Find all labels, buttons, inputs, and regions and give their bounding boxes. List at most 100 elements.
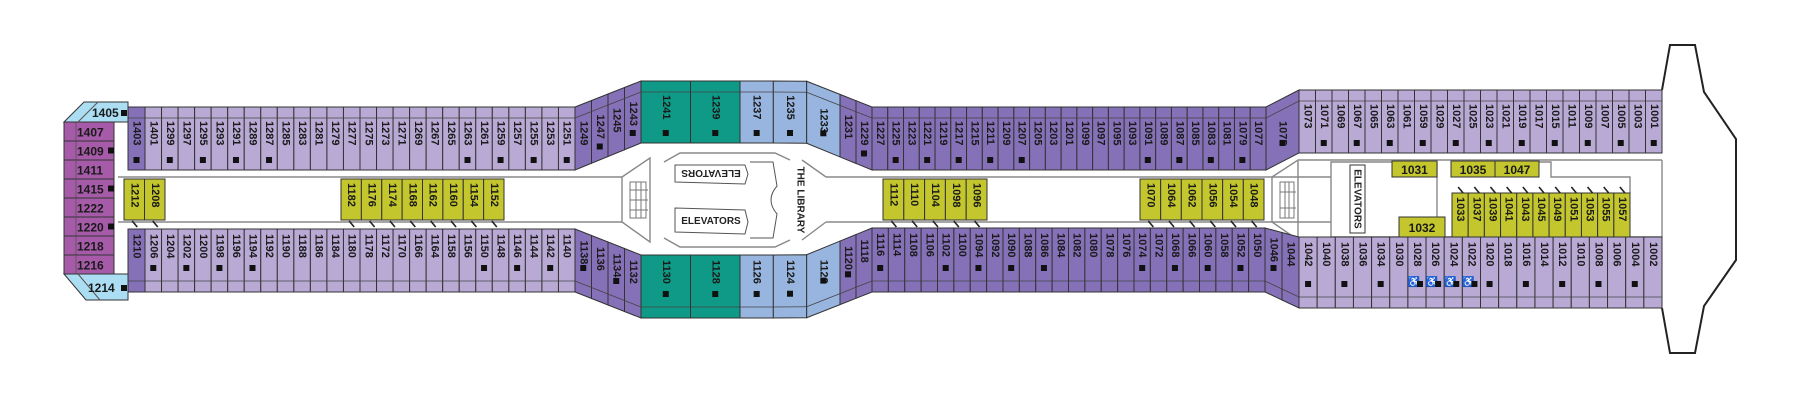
cabin-1024[interactable]: 1024 bbox=[1443, 236, 1463, 309]
cabin-1003[interactable]: 1003 bbox=[1628, 89, 1646, 154]
cabin-1033[interactable]: 1033 bbox=[1451, 186, 1469, 238]
cabin-1150[interactable]: 1150 bbox=[475, 228, 493, 293]
cabin-1253[interactable]: 1253 bbox=[541, 106, 559, 171]
cabin-1093[interactable]: 1093 bbox=[1123, 106, 1141, 171]
cabin-1241[interactable]: 1241 bbox=[640, 80, 691, 144]
cabin-1012[interactable]: 1012 bbox=[1552, 236, 1572, 309]
cabin-1222[interactable]: 1222 bbox=[63, 197, 115, 218]
cabin-1407[interactable]: 1407 bbox=[63, 121, 115, 142]
cabin-1030[interactable]: 1030 bbox=[1389, 236, 1409, 309]
cabin-1201[interactable]: 1201 bbox=[1060, 106, 1078, 171]
cabin-1204[interactable]: 1204 bbox=[161, 228, 179, 293]
cabin-1146[interactable]: 1146 bbox=[508, 228, 526, 293]
cabin-1271[interactable]: 1271 bbox=[392, 106, 411, 171]
cabin-1295[interactable]: 1295 bbox=[194, 106, 212, 171]
cabin-1102[interactable]: 1102 bbox=[937, 227, 955, 293]
cabin-1078[interactable]: 1078 bbox=[1100, 227, 1119, 293]
cabin-1017[interactable]: 1017 bbox=[1529, 89, 1547, 154]
cabin-1249[interactable]: 1249 bbox=[574, 99, 592, 171]
cabin-1088[interactable]: 1088 bbox=[1018, 227, 1037, 293]
cabin-1042[interactable]: 1042 bbox=[1298, 236, 1318, 309]
cabin-1221[interactable]: 1221 bbox=[918, 106, 936, 171]
cabin-1092[interactable]: 1092 bbox=[986, 227, 1004, 293]
cabin-1095[interactable]: 1095 bbox=[1107, 106, 1125, 171]
cabin-shape[interactable] bbox=[1645, 89, 1663, 154]
cabin-1148[interactable]: 1148 bbox=[491, 228, 510, 293]
cabin-1100[interactable]: 1100 bbox=[953, 227, 971, 293]
cabin-1196[interactable]: 1196 bbox=[227, 228, 245, 293]
cabin-1023[interactable]: 1023 bbox=[1480, 89, 1498, 154]
cabin-1182[interactable]: 1182 bbox=[340, 178, 362, 228]
cabin-1076[interactable]: 1076 bbox=[1117, 227, 1135, 293]
cabin-1081[interactable]: 1081 bbox=[1218, 106, 1235, 171]
cabin-1245[interactable]: 1245 bbox=[607, 86, 625, 158]
cabin-1058[interactable]: 1058 bbox=[1215, 227, 1233, 293]
cabin-1097[interactable]: 1097 bbox=[1092, 106, 1109, 171]
cabin-1180[interactable]: 1180 bbox=[342, 228, 361, 293]
cabin-1064[interactable]: 1064 bbox=[1160, 178, 1182, 228]
cabin-1069[interactable]: 1069 bbox=[1331, 89, 1349, 154]
cabin-1089[interactable]: 1089 bbox=[1155, 106, 1172, 171]
cabin-1291[interactable]: 1291 bbox=[227, 106, 245, 171]
cabin-1128[interactable]: 1128 bbox=[690, 254, 741, 319]
cabin-1096[interactable]: 1096 bbox=[965, 178, 988, 228]
cabin-1166[interactable]: 1166 bbox=[409, 228, 427, 293]
cabin-shape[interactable] bbox=[1643, 236, 1663, 309]
cabin-1229[interactable]: 1229 bbox=[855, 99, 873, 171]
cabin-1289[interactable]: 1289 bbox=[243, 106, 262, 171]
cabin-1405[interactable]: 1405 bbox=[62, 101, 129, 123]
cabin-1041[interactable]: 1041 bbox=[1500, 186, 1518, 238]
cabin-1275[interactable]: 1275 bbox=[359, 106, 378, 171]
cabin-1002[interactable]: 1002 bbox=[1643, 236, 1663, 309]
cabin-1132[interactable]: 1132 bbox=[624, 247, 642, 319]
cabin-1202[interactable]: 1202 bbox=[177, 228, 196, 293]
cabin-1192[interactable]: 1192 bbox=[260, 228, 278, 293]
cabin-1172[interactable]: 1172 bbox=[376, 228, 394, 293]
cabin-1269[interactable]: 1269 bbox=[409, 106, 427, 171]
cabin-1040[interactable]: 1040 bbox=[1316, 236, 1336, 309]
cabin-1019[interactable]: 1019 bbox=[1513, 89, 1531, 154]
cabin-1010[interactable]: 1010 bbox=[1570, 236, 1590, 309]
cabin-1062[interactable]: 1062 bbox=[1180, 178, 1203, 228]
cabin-1118[interactable]: 1118 bbox=[855, 227, 873, 300]
cabin-1028[interactable]: 1028 bbox=[1407, 236, 1427, 309]
cabin-1162[interactable]: 1162 bbox=[422, 178, 444, 228]
cabin-1025[interactable]: 1025 bbox=[1463, 89, 1481, 154]
cabin-1188[interactable]: 1188 bbox=[293, 228, 311, 293]
cabin-1112[interactable]: 1112 bbox=[882, 178, 905, 228]
cabin-1035[interactable]: 1035 bbox=[1450, 160, 1496, 178]
cabin-1072[interactable]: 1072 bbox=[1149, 227, 1168, 293]
cabin-1200[interactable]: 1200 bbox=[194, 228, 212, 293]
cabin-1134[interactable]: 1134 bbox=[607, 241, 625, 313]
cabin-1239[interactable]: 1239 bbox=[690, 80, 741, 144]
cabin-1074[interactable]: 1074 bbox=[1133, 227, 1151, 293]
cabin-1411[interactable]: 1411 bbox=[63, 159, 115, 180]
cabin-1214[interactable]: 1214 bbox=[62, 273, 129, 301]
cabin-1055[interactable]: 1055 bbox=[1597, 186, 1615, 238]
cabin-1086[interactable]: 1086 bbox=[1035, 227, 1053, 293]
cabin-1220[interactable]: 1220 bbox=[63, 216, 115, 237]
cabin-1009[interactable]: 1009 bbox=[1579, 89, 1597, 154]
cabin-1251[interactable]: 1251 bbox=[557, 106, 576, 171]
cabin-shape[interactable] bbox=[62, 101, 129, 123]
cabin-1080[interactable]: 1080 bbox=[1084, 227, 1102, 293]
cabin-1277[interactable]: 1277 bbox=[342, 106, 361, 171]
cabin-1299[interactable]: 1299 bbox=[161, 106, 179, 171]
cabin-1018[interactable]: 1018 bbox=[1498, 236, 1518, 309]
cabin-1034[interactable]: 1034 bbox=[1371, 236, 1391, 309]
cabin-1068[interactable]: 1068 bbox=[1166, 227, 1184, 293]
cabin-1006[interactable]: 1006 bbox=[1607, 236, 1627, 309]
cabin-1049[interactable]: 1049 bbox=[1548, 186, 1566, 238]
cabin-1194[interactable]: 1194 bbox=[243, 228, 262, 293]
cabin-shape[interactable] bbox=[1391, 160, 1438, 178]
cabin-shape[interactable] bbox=[483, 178, 505, 221]
cabin-1415[interactable]: 1415 bbox=[63, 178, 115, 199]
cabin-1029[interactable]: 1029 bbox=[1430, 89, 1448, 154]
cabin-1053[interactable]: 1053 bbox=[1580, 186, 1599, 238]
cabin-1261[interactable]: 1261 bbox=[475, 106, 493, 171]
cabin-1054[interactable]: 1054 bbox=[1222, 178, 1244, 228]
cabin-1039[interactable]: 1039 bbox=[1483, 186, 1502, 238]
cabin-1279[interactable]: 1279 bbox=[326, 106, 344, 171]
cabin-1257[interactable]: 1257 bbox=[508, 106, 526, 171]
cabin-1227[interactable]: 1227 bbox=[871, 106, 889, 171]
